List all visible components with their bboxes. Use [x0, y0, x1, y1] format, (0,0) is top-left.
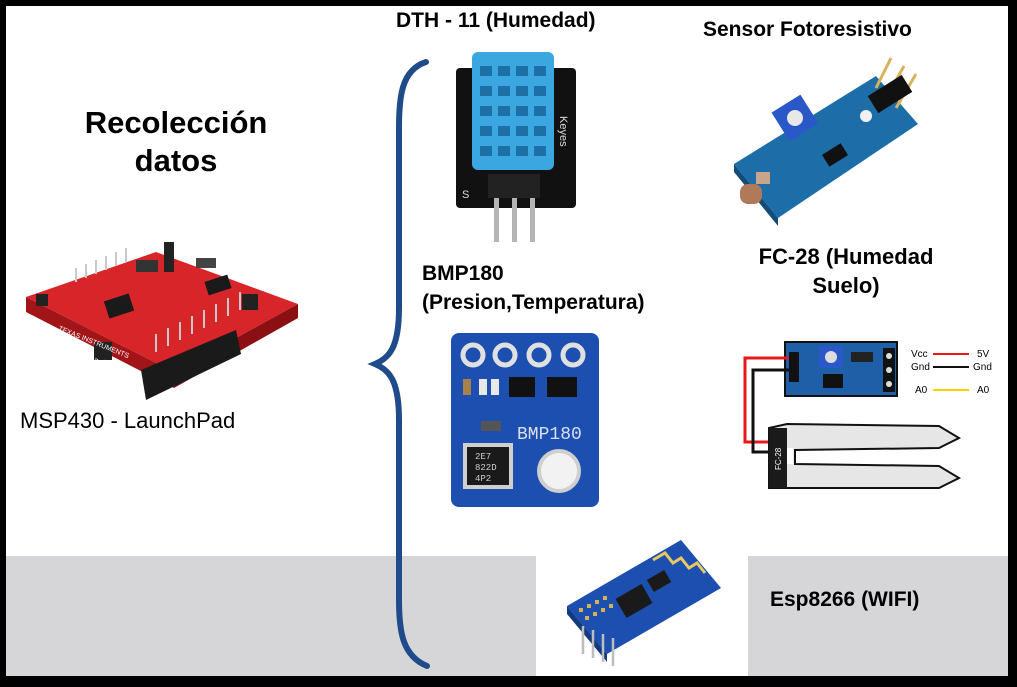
esp8266-label: Esp8266 (WIFI) [770, 588, 920, 611]
fc28-label-line-1: FC-28 (Humedad [758, 244, 934, 269]
bmp180-print: BMP180 [517, 425, 582, 445]
bmp180-label-line-2: (Presion,Temperatura) [422, 291, 645, 314]
esp8266-module-image [567, 540, 721, 666]
bottom-band-right [748, 556, 1008, 676]
fc28-label: FC-28 (Humedad Suelo) [746, 242, 946, 300]
bmp180-sensor-image: BMP180 2E7 822D 4P2 [451, 333, 599, 507]
wire-gnd-right: Gnd [973, 362, 992, 373]
curly-brace [367, 59, 430, 669]
bmp180-chip-1: 2E7 [475, 452, 491, 462]
dht11-pin-s: S [462, 189, 469, 201]
dht11-label: DTH - 11 (Humedad) [396, 9, 596, 32]
fc28-probe-print: FC-28 [774, 447, 783, 470]
title: Recolección datos [56, 104, 296, 180]
bmp180-chip-2: 822D [475, 463, 497, 473]
fc28-wiring-vcc: Vcc 5V [911, 349, 990, 360]
wire-a0-right: A0 [977, 385, 990, 396]
photo-label: Sensor Fotoresistivo [703, 18, 912, 41]
fc28-label-line-2: Suelo) [812, 273, 880, 298]
dht11-print-keyes: Keyes [557, 116, 569, 147]
title-line-1: Recolección [84, 105, 268, 140]
bmp180-chip-3: 4P2 [475, 474, 491, 484]
diagram-canvas: Recolección datos TEXAS INSTRUMENTS Laun… [6, 6, 1008, 676]
wire-vcc-left: Vcc [911, 349, 928, 360]
msp430-launchpad-image: TEXAS INSTRUMENTS Launch Pad [26, 242, 298, 400]
wire-a0-left: A0 [915, 385, 928, 396]
bmp180-label-line-1: BMP180 [422, 262, 504, 285]
fc28-wiring-a0: A0 A0 [915, 385, 990, 396]
bmp180-label: BMP180 (Presion,Temperatura) [422, 259, 645, 317]
photoresistor-sensor-image [734, 57, 918, 226]
wire-gnd-left: Gnd [911, 362, 930, 373]
title-line-2: datos [134, 143, 218, 178]
fc28-soil-moisture-image: Vcc 5V Gnd Gnd A0 A0 FC-28 [743, 341, 992, 489]
dht11-sensor-image: Keyes S [456, 52, 576, 242]
bottom-band-left [6, 556, 536, 676]
board-label: MSP430 - LaunchPad [20, 408, 236, 433]
fc28-wiring-gnd: Gnd Gnd [911, 362, 992, 373]
wire-vcc-right: 5V [977, 349, 990, 360]
